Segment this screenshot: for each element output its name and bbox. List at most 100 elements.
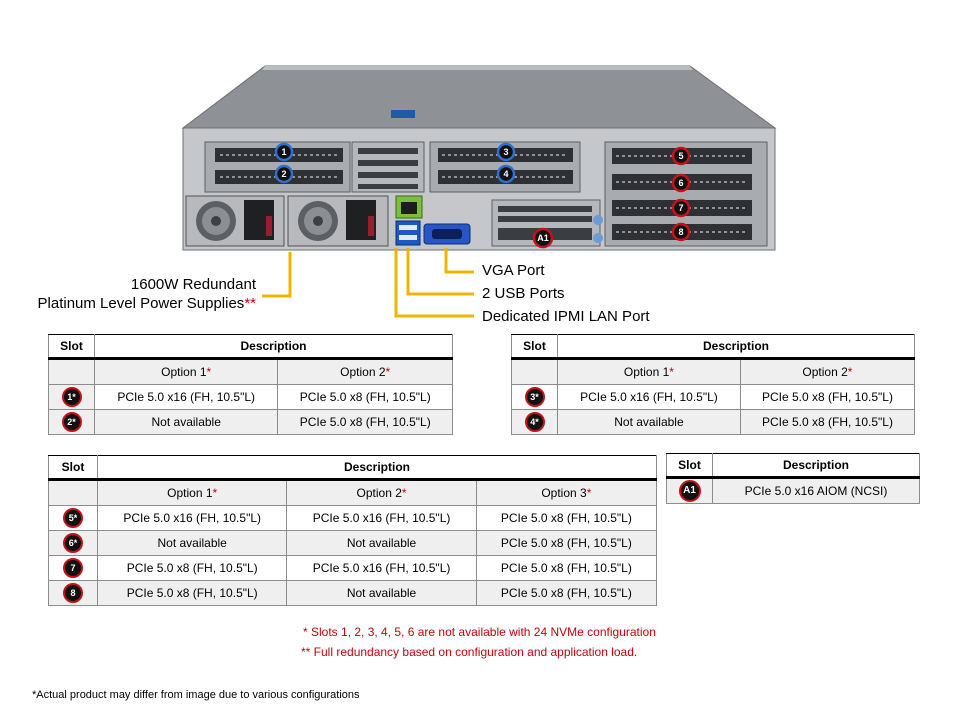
table-row: 3* PCIe 5.0 x16 (FH, 10.5"L) PCIe 5.0 x8…: [511, 384, 916, 410]
slot-badge: 2*: [61, 412, 82, 432]
slot-badge-5-label: 5: [678, 151, 683, 161]
slot-badge-7-label: 7: [678, 203, 683, 213]
table4-slot-cell: A1: [666, 477, 713, 504]
slot-badge-3-label: 3: [503, 147, 508, 157]
table-cell: PCIe 5.0 x8 (FH, 10.5"L): [96, 580, 288, 606]
table-cell: PCIe 5.0 x8 (FH, 10.5"L): [475, 555, 658, 581]
table1-header-slot: Slot: [48, 334, 95, 360]
table-row: 7 PCIe 5.0 x8 (FH, 10.5"L) PCIe 5.0 x16 …: [48, 555, 658, 581]
table3-slot-cell: 6*: [48, 530, 98, 556]
vga-port-label: VGA Port: [482, 262, 545, 279]
table-cell: PCIe 5.0 x8 (FH, 10.5"L): [277, 384, 453, 410]
table-row: 6* Not available Not available PCIe 5.0 …: [48, 530, 658, 556]
slot-badge-2: 2: [274, 164, 294, 184]
table-cell: PCIe 5.0 x8 (FH, 10.5"L): [96, 555, 288, 581]
table-cell: PCIe 5.0 x8 (FH, 10.5"L): [739, 409, 916, 435]
slot-badge-5: 5: [671, 146, 691, 166]
table-row: 8 PCIe 5.0 x8 (FH, 10.5"L) Not available…: [48, 580, 658, 606]
table-cell: PCIe 5.0 x8 (FH, 10.5"L): [475, 505, 658, 531]
table1-slot-cell: 1*: [48, 384, 95, 410]
footer-disclaimer: *Actual product may differ from image du…: [32, 689, 360, 701]
slot-table-aiom: Slot Description A1 PCIe 5.0 x16 AIOM (N…: [666, 453, 920, 504]
note-redundancy: ** Full redundancy based on configuratio…: [301, 645, 638, 659]
slot-badge-a1-label: A1: [537, 233, 549, 243]
table-cell: PCIe 5.0 x16 (FH, 10.5"L): [286, 555, 477, 581]
note-nvme: * Slots 1, 2, 3, 4, 5, 6 are not availab…: [303, 625, 656, 639]
table-cell: PCIe 5.0 x8 (FH, 10.5"L): [739, 384, 916, 410]
table-cell: Not available: [557, 409, 741, 435]
server-rear-view: 1 2 3 4 5 6 7 8 A1: [181, 65, 777, 318]
table-cell: PCIe 5.0 x8 (FH, 10.5"L): [475, 580, 658, 606]
ipmi-port-label: Dedicated IPMI LAN Port: [482, 308, 650, 325]
table3-header-slot: Slot: [48, 455, 98, 481]
slot-badge: 8: [63, 583, 83, 603]
table-cell: PCIe 5.0 x16 (FH, 10.5"L): [93, 384, 279, 410]
slot-table-2: Slot Description Option 1* Option 2* 3* …: [511, 334, 916, 435]
slot-badge: 3*: [524, 387, 545, 407]
table-cell: PCIe 5.0 x8 (FH, 10.5"L): [277, 409, 453, 435]
slot-badge-4: 4: [496, 164, 516, 184]
table-cell: PCIe 5.0 x16 (FH, 10.5"L): [286, 505, 477, 531]
table-cell: PCIe 5.0 x16 (FH, 10.5"L): [96, 505, 288, 531]
table-row: A1 PCIe 5.0 x16 AIOM (NCSI): [666, 477, 920, 504]
table-row: 4* Not available PCIe 5.0 x8 (FH, 10.5"L…: [511, 409, 916, 435]
table-cell: PCIe 5.0 x16 (FH, 10.5"L): [557, 384, 741, 410]
table2-empty-cell: [511, 358, 558, 385]
table1-header-description: Description: [94, 334, 453, 360]
slot-badge: 6*: [63, 533, 83, 553]
table4-header-slot: Slot: [666, 453, 713, 479]
table-row: 2* Not available PCIe 5.0 x8 (FH, 10.5"L…: [48, 409, 453, 435]
psu-label-mark: **: [244, 295, 256, 312]
usb-callout-line: [406, 248, 474, 296]
psu-label-line1: 1600W Redundant: [130, 276, 256, 293]
table4-header-description: Description: [712, 453, 920, 479]
slot-badge-8: 8: [671, 222, 691, 242]
table2-slot-cell: 4*: [511, 409, 558, 435]
table-cell: Not available: [93, 409, 279, 435]
psu-callout-line: [262, 252, 292, 298]
table3-slot-cell: 7: [48, 555, 98, 581]
slot-badge: 4*: [524, 412, 545, 432]
ipmi-callout-line: [394, 248, 474, 318]
usb-ports-label: 2 USB Ports: [482, 285, 565, 302]
slot-badge: 7: [63, 558, 83, 578]
table-row: 5* PCIe 5.0 x16 (FH, 10.5"L) PCIe 5.0 x1…: [48, 505, 658, 531]
table3-option-1: Option 1*: [96, 479, 288, 506]
table-cell: Not available: [286, 580, 477, 606]
table-row: 1* PCIe 5.0 x16 (FH, 10.5"L) PCIe 5.0 x8…: [48, 384, 453, 410]
table1-option-2: Option 2*: [277, 358, 453, 385]
slot-badge-2-label: 2: [281, 169, 286, 179]
slot-badge-6: 6: [671, 173, 691, 193]
slot-badge-6-label: 6: [678, 178, 683, 188]
chassis-top: [181, 65, 777, 129]
slot-badge-1-label: 1: [281, 147, 286, 157]
table3-empty-cell: [48, 479, 98, 506]
slot-badge-a1: A1: [532, 227, 554, 249]
table3-slot-cell: 5*: [48, 505, 98, 531]
table3-header-description: Description: [97, 455, 657, 481]
psu-label-text: Platinum Level Power Supplies: [37, 295, 245, 312]
table1-slot-cell: 2*: [48, 409, 95, 435]
usb-ports: [395, 220, 421, 246]
table2-option-1: Option 1*: [557, 358, 741, 385]
table2-option-2: Option 2*: [739, 358, 916, 385]
table2-header-description: Description: [557, 334, 915, 360]
table-cell: PCIe 5.0 x16 AIOM (NCSI): [712, 477, 920, 504]
table1-option-1: Option 1*: [93, 358, 279, 385]
psu-label-line2: Platinum Level Power Supplies**: [38, 295, 256, 312]
table3-option-2: Option 2*: [286, 479, 477, 506]
table-cell: Not available: [286, 530, 477, 556]
table1-empty-cell: [48, 358, 95, 385]
slot-badge: 5*: [63, 508, 83, 528]
slot-badge-7: 7: [671, 198, 691, 218]
table-cell: Not available: [96, 530, 288, 556]
vga-callout-line: [444, 248, 474, 274]
chassis-label: [391, 110, 415, 118]
table2-header-slot: Slot: [511, 334, 558, 360]
slot-badge-8-label: 8: [678, 227, 683, 237]
slot-table-3: Slot Description Option 1* Option 2* Opt…: [48, 455, 658, 606]
slot-badge: 1*: [61, 387, 82, 407]
slot-badge-1: 1: [274, 142, 294, 162]
slot-table-1: Slot Description Option 1* Option 2* 1* …: [48, 334, 453, 435]
slot-badge: A1: [678, 480, 701, 502]
